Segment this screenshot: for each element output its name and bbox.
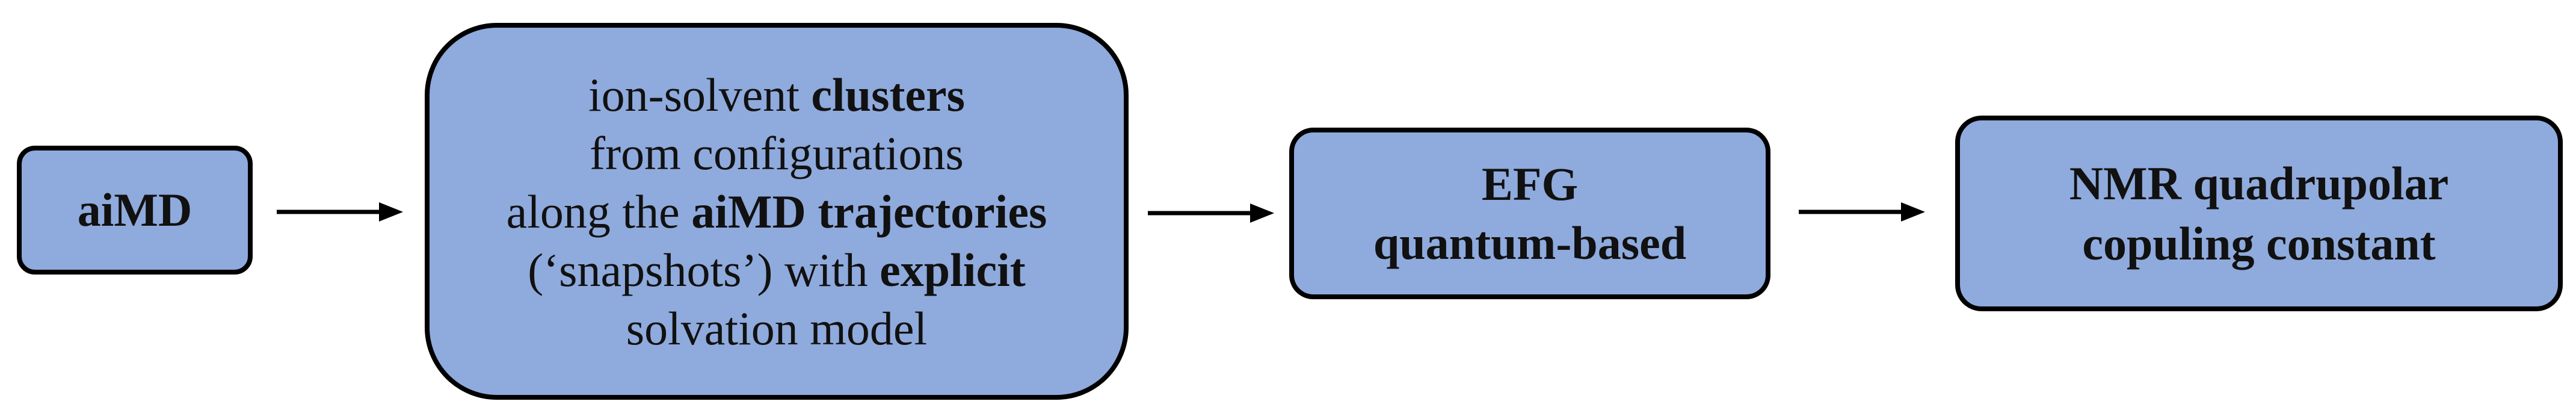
arrow-clusters-to-efg — [1148, 203, 1274, 223]
clusters-line-2: from configurations — [590, 126, 964, 179]
ion-solvent-clusters-node: ion-solvent clusters from configurations… — [425, 23, 1129, 400]
efg-line-1: EFG — [1481, 157, 1579, 210]
clusters-line-4-text: (‘snapshots’) with — [528, 243, 880, 296]
clusters-line-1-text: ion-solvent — [588, 68, 812, 121]
clusters-line-3: along the aiMD trajectories — [507, 182, 1047, 241]
efg-node: EFG quantum-based — [1289, 128, 1770, 299]
arrow-efg-to-nmr — [1799, 202, 1925, 222]
clusters-line-3-text: along the — [506, 185, 692, 238]
clusters-line-1-bold: clusters — [811, 68, 966, 121]
arrow-aimd-to-clusters — [277, 202, 403, 222]
nmr-coupling-node: NMR quadrupolar copuling constant — [1955, 116, 2563, 311]
aimd-label: aiMD — [77, 184, 193, 236]
clusters-line-4: (‘snapshots’) with explicit — [528, 241, 1026, 299]
aimd-node: aiMD — [17, 146, 253, 275]
nmr-line-2: copuling constant — [2082, 217, 2436, 270]
clusters-line-3-bold: aiMD trajectories — [691, 185, 1047, 238]
clusters-line-4-bold: explicit — [880, 243, 1026, 296]
efg-line-2: quantum-based — [1373, 216, 1687, 269]
clusters-line-5: solvation model — [626, 302, 928, 355]
nmr-line-1: NMR quadrupolar — [2069, 157, 2449, 210]
clusters-line-1: ion-solvent clusters — [588, 66, 965, 124]
